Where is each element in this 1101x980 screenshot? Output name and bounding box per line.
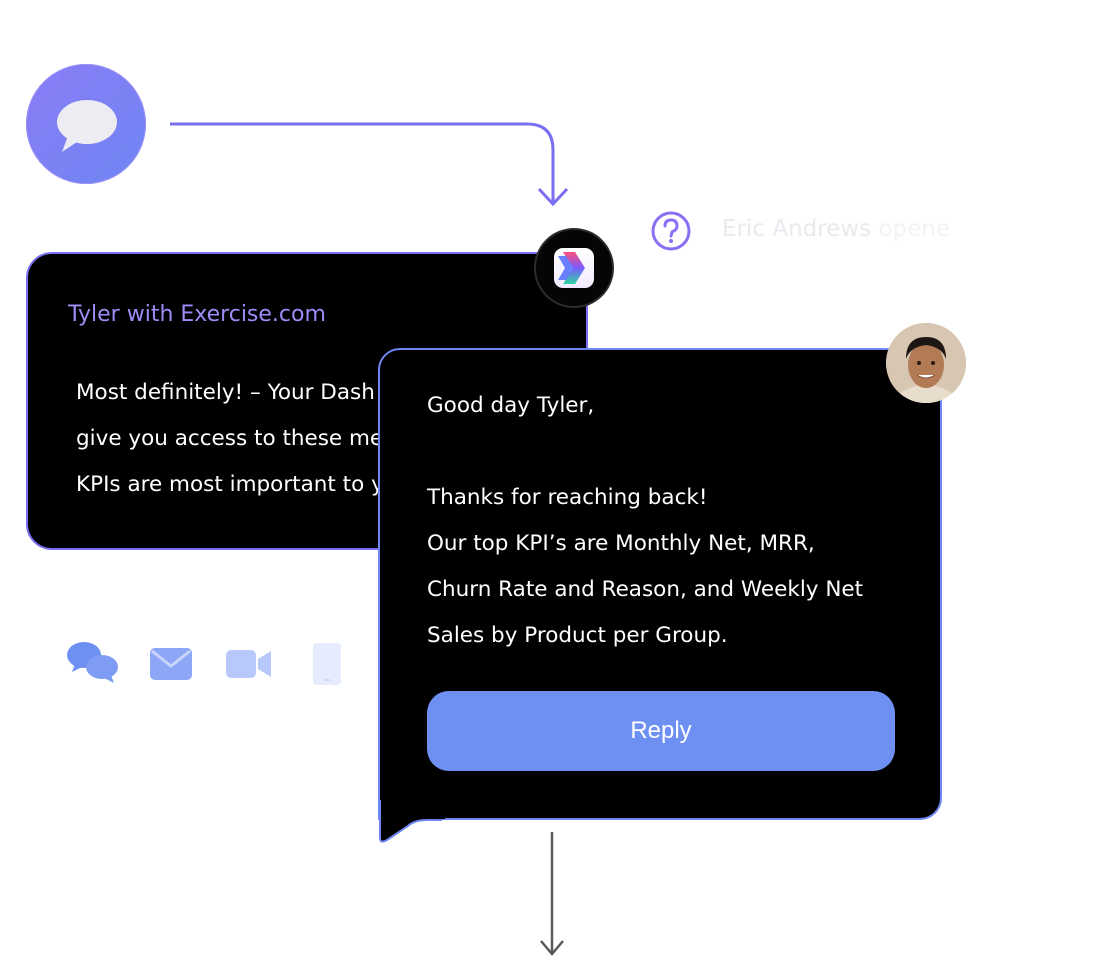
spacer-line <box>427 429 863 475</box>
chat-icon[interactable] <box>66 640 120 690</box>
brand-logo-icon <box>554 248 594 288</box>
message-line: Most definitely! – Your Dash <box>76 380 375 405</box>
speech-tail <box>378 800 448 848</box>
email-icon[interactable] <box>150 648 192 684</box>
sender-name: Tyler with Exercise.com <box>68 302 326 327</box>
message-line: KPIs are most important to y <box>76 472 384 497</box>
message-body: Most definitely! – Your Dash give you acc… <box>76 370 536 508</box>
viewer-name: Eric Andrews <box>722 216 872 242</box>
body-line: Churn Rate and Reason, and Weekly Net <box>427 577 864 602</box>
brand-logo-badge <box>534 228 614 308</box>
body-line: Our top KPI’s are Monthly Net, MRR, <box>427 531 815 556</box>
greeting: Good day Tyler, <box>427 393 595 418</box>
speech-bubble-icon <box>57 100 117 152</box>
reply-body: Good day Tyler, Thanks for reaching back… <box>427 383 863 659</box>
body-line: Thanks for reaching back! <box>427 485 708 510</box>
viewer-status-text: opene <box>878 216 951 242</box>
flow-down-arrow <box>540 830 566 964</box>
video-icon[interactable] <box>226 648 272 684</box>
phone-icon[interactable] <box>313 643 341 689</box>
message-line: give you access to these me <box>76 426 384 451</box>
question-icon[interactable] <box>650 210 692 252</box>
body-line: Sales by Product per Group. <box>427 623 728 648</box>
chat-channel-icon <box>26 64 146 184</box>
avatar <box>886 323 966 403</box>
viewer-status: Eric Andrews opene <box>722 216 950 242</box>
reply-message-card: Good day Tyler, Thanks for reaching back… <box>378 348 942 820</box>
reply-button[interactable]: Reply <box>427 691 895 771</box>
